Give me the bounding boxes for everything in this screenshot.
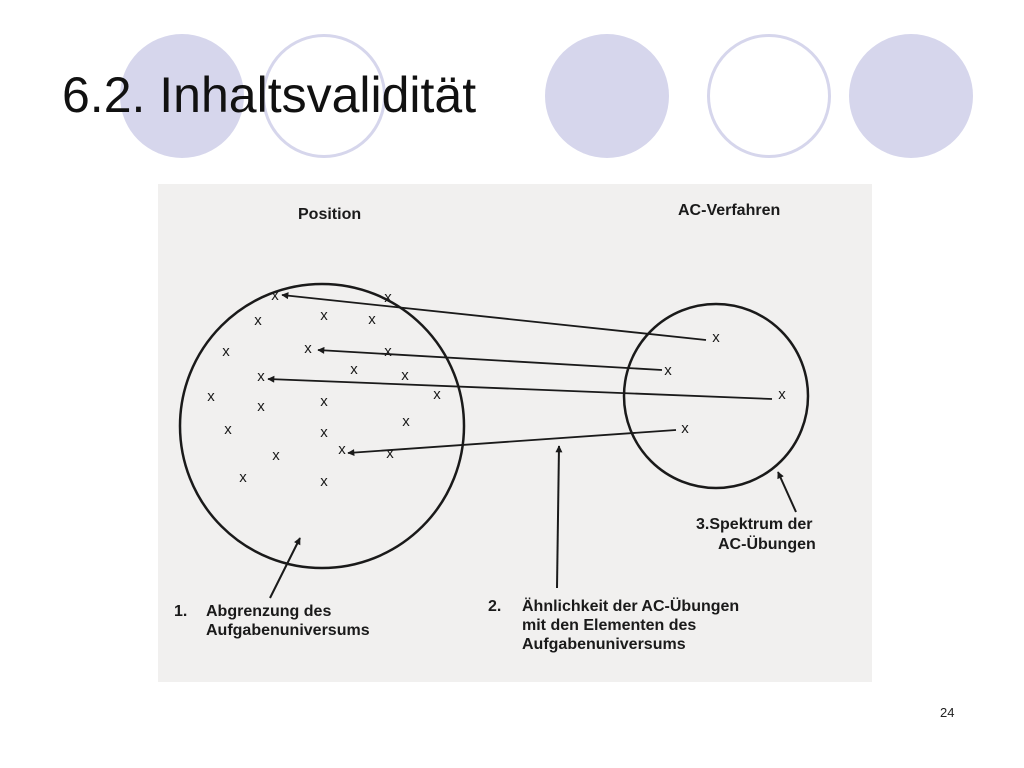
slide-title: 6.2. Inhaltsvalidität [62, 67, 477, 123]
element-marker: x [712, 329, 720, 346]
element-marker: x [402, 413, 410, 430]
element-marker: x [384, 343, 392, 360]
element-marker: x [778, 386, 786, 403]
similarity-arrow [317, 346, 663, 371]
element-marker: x [207, 388, 215, 405]
element-marker: x [239, 469, 247, 486]
decorative-circle-filled [849, 34, 973, 158]
element-marker: x [320, 307, 328, 324]
similarity-arrow [267, 375, 773, 400]
element-marker: x [304, 340, 312, 357]
pointer-arrow-similarity [555, 445, 563, 589]
label-ac-verfahren: AC-Verfahren [678, 202, 780, 219]
caption-similarity-line2: mit den Elementen des [522, 617, 696, 634]
element-marker: x [222, 343, 230, 360]
element-marker: x [664, 362, 672, 379]
decorative-circle-outline [262, 34, 386, 158]
element-marker: x [350, 361, 358, 378]
pointer-arrows [269, 445, 797, 599]
element-marker: x [320, 393, 328, 410]
element-marker: x [386, 445, 394, 462]
decorative-circle-outline [707, 34, 831, 158]
element-marker: x [224, 421, 232, 438]
caption-spectrum-line1: 3.Spektrum der [696, 516, 812, 533]
element-marker: x [320, 424, 328, 441]
element-marker: x [254, 312, 262, 329]
decorative-circle-filled [120, 34, 244, 158]
element-marker: x [433, 386, 441, 403]
page-number: 24 [940, 705, 955, 720]
caption-similarity-number: 2. [488, 598, 501, 615]
ac-exercise-spectrum-circle [622, 302, 810, 490]
element-marker: x [338, 441, 346, 458]
task-universe-circle [178, 282, 466, 570]
element-marker: x [320, 473, 328, 490]
caption-universe-line1: Abgrenzung des [206, 603, 331, 620]
element-marker: x [681, 420, 689, 437]
label-position: Position [298, 206, 361, 223]
element-marker: x [271, 287, 279, 304]
element-marker: x [384, 289, 392, 306]
caption-spectrum-line2: AC-Übungen [718, 534, 816, 553]
similarity-arrow [347, 429, 677, 457]
pointer-arrow-universe [269, 537, 301, 599]
element-marker: x [368, 311, 376, 328]
decorative-circle-filled [545, 34, 669, 158]
caption-similarity-line1: Ähnlichkeit der AC-Übungen [522, 596, 739, 615]
caption-universe-number: 1. [174, 603, 187, 620]
element-marker: x [401, 367, 409, 384]
element-marker: x [257, 368, 265, 385]
element-marker: x [272, 447, 280, 464]
similarity-arrow [281, 292, 707, 341]
similarity-arrows [267, 292, 773, 457]
caption-similarity-line3: Aufgabenuniversums [522, 636, 686, 653]
pointer-arrow-spectrum [777, 471, 797, 513]
element-marker: x [257, 398, 265, 415]
caption-universe-line2: Aufgabenuniversums [206, 622, 370, 639]
